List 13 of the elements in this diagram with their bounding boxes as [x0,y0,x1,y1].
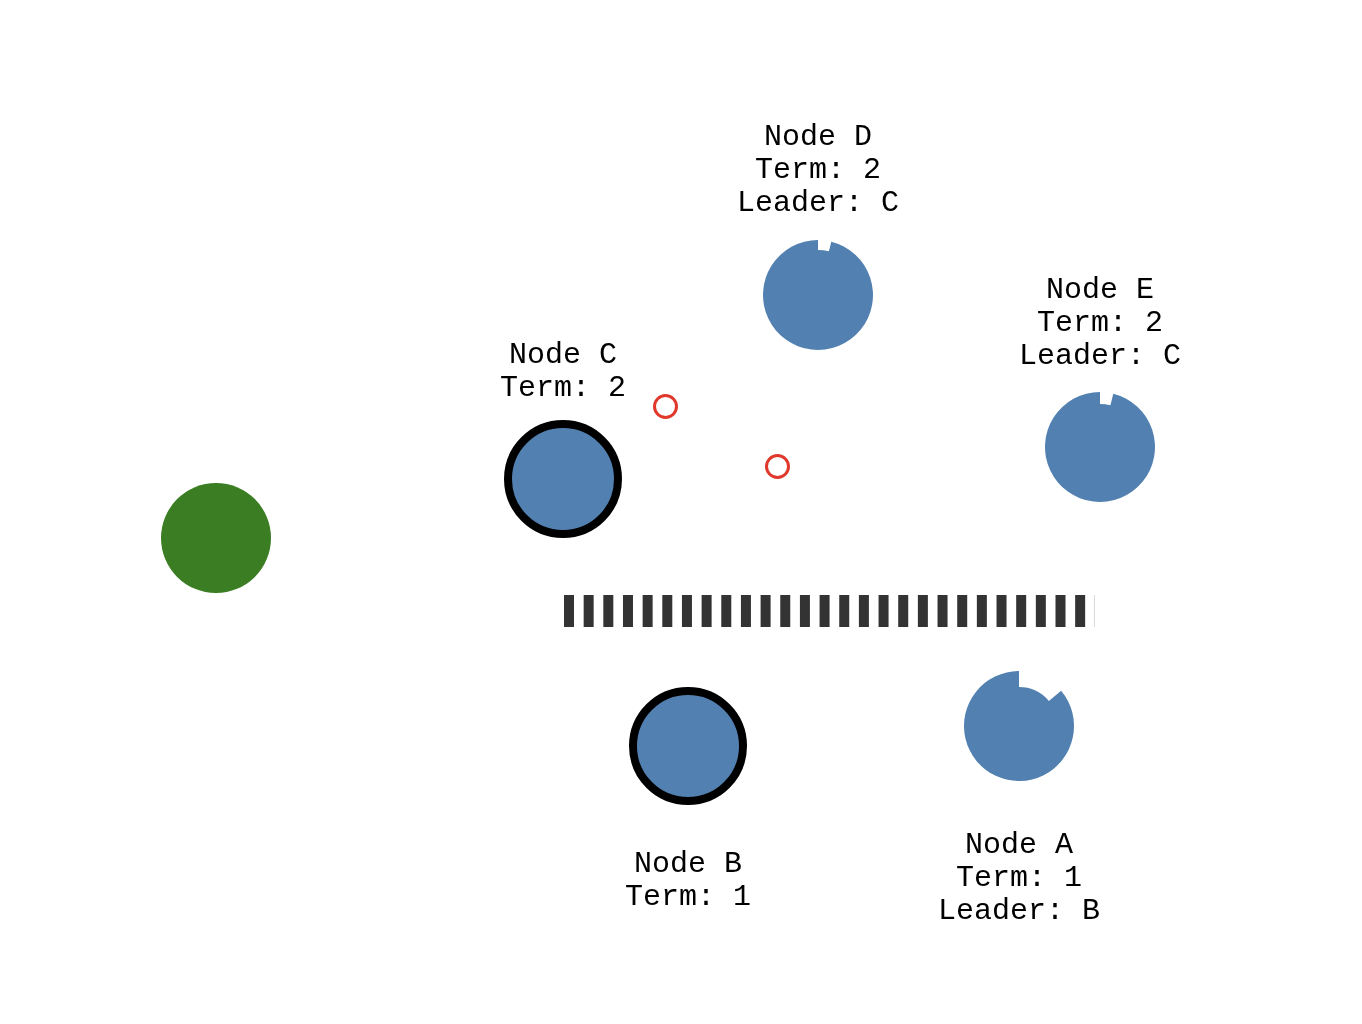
node-label: Leader: B [938,894,1100,928]
node-label: Node B [634,847,742,881]
node-label: Node D [764,120,872,154]
node-label: Leader: C [737,186,899,220]
node-label: Term: 2 [500,371,626,405]
node-label: Term: 2 [755,153,881,187]
node-label: Leader: C [1019,339,1181,373]
node-label: Node C [509,338,617,372]
node-label: Term: 2 [1037,306,1163,340]
node-label: Term: 1 [956,861,1082,895]
node-label: Term: 1 [625,880,751,914]
node-label: Node A [965,828,1073,862]
node-label: Node E [1046,273,1154,307]
